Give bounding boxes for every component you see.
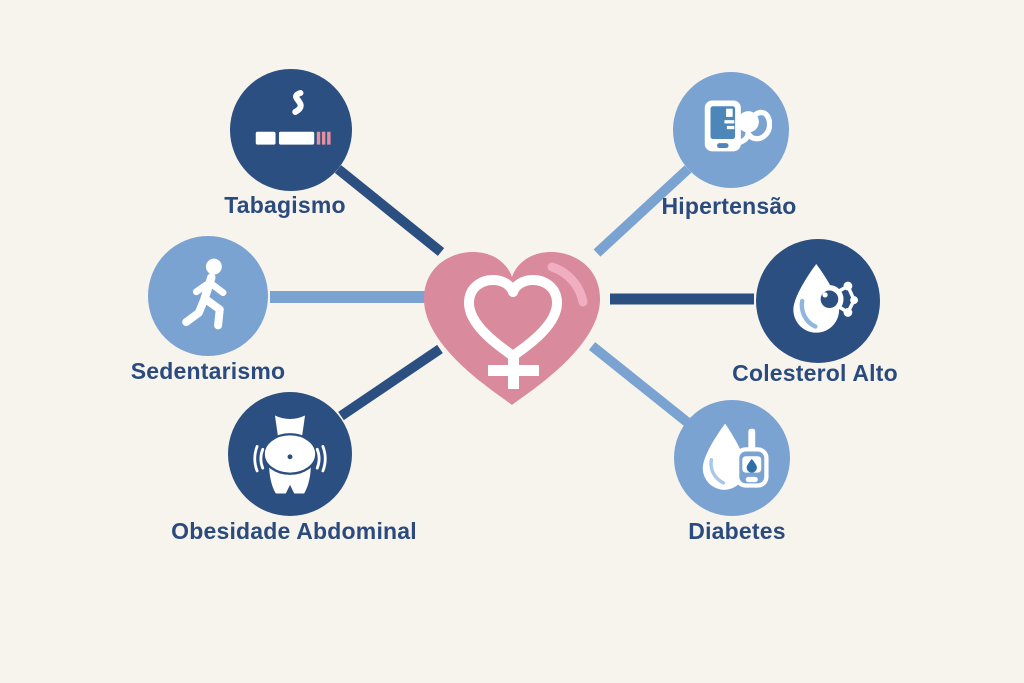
glucose-meter-droplet-icon: [702, 423, 769, 490]
connector-diabetes: [588, 342, 691, 426]
smoke-icon: [292, 90, 304, 115]
cigarette-icon: [255, 90, 331, 145]
glucose-meter-button: [745, 476, 758, 483]
connector-obesidade: [338, 344, 443, 421]
navel-dot: [287, 454, 293, 460]
risk-label-tabagismo: Tabagismo: [224, 192, 346, 218]
risk-label-colesterol: Colesterol Alto: [732, 360, 898, 386]
droplet-molecule-icon: [793, 264, 859, 333]
heart-female-icon: [424, 252, 600, 405]
walking-person-icon: [182, 258, 227, 330]
risk-label-hipertensao: Hipertensão: [661, 193, 797, 219]
heart-highlight: [547, 262, 588, 307]
female-symbol-crossbar: [488, 365, 539, 376]
abdominal-belly-icon: [253, 415, 327, 499]
risk-node-diabetes: [674, 400, 790, 516]
risk-label-obesidade: Obesidade Abdominal: [171, 518, 417, 544]
risk-label-sedentarismo: Sedentarismo: [130, 358, 286, 384]
risk-node-tabagismo: [230, 69, 352, 191]
connector-tabagismo: [334, 165, 445, 256]
risk-node-colesterol: [756, 239, 880, 363]
risk-node-sedentarismo: [148, 236, 268, 356]
female-symbol-heart-outline: [464, 275, 562, 361]
risk-label-diabetes: Diabetes: [688, 518, 786, 544]
molecule-core: [815, 285, 844, 314]
test-strip: [748, 428, 756, 453]
connector-hipertensao: [593, 165, 692, 257]
risk-node-hipertensao: [673, 72, 789, 188]
blood-pressure-monitor-icon: [704, 100, 772, 152]
risk-node-obesidade: [228, 392, 352, 516]
center-heart: [412, 245, 612, 415]
